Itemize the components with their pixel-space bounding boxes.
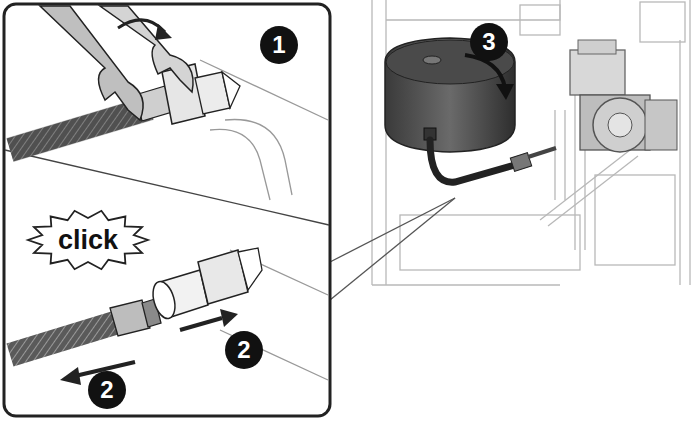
callout-number: 2 bbox=[88, 371, 126, 409]
pump-unit bbox=[570, 40, 677, 152]
rotation-arrow bbox=[465, 55, 514, 100]
appliance-interior bbox=[372, 0, 690, 285]
callout-number: 2 bbox=[225, 331, 263, 369]
zoom-lines bbox=[330, 198, 455, 300]
callout-number: 3 bbox=[470, 23, 508, 61]
sound-word: click bbox=[58, 225, 118, 255]
expansion-vessel bbox=[385, 38, 556, 182]
callout-number: 1 bbox=[260, 26, 298, 64]
detail-panel bbox=[4, 4, 330, 416]
